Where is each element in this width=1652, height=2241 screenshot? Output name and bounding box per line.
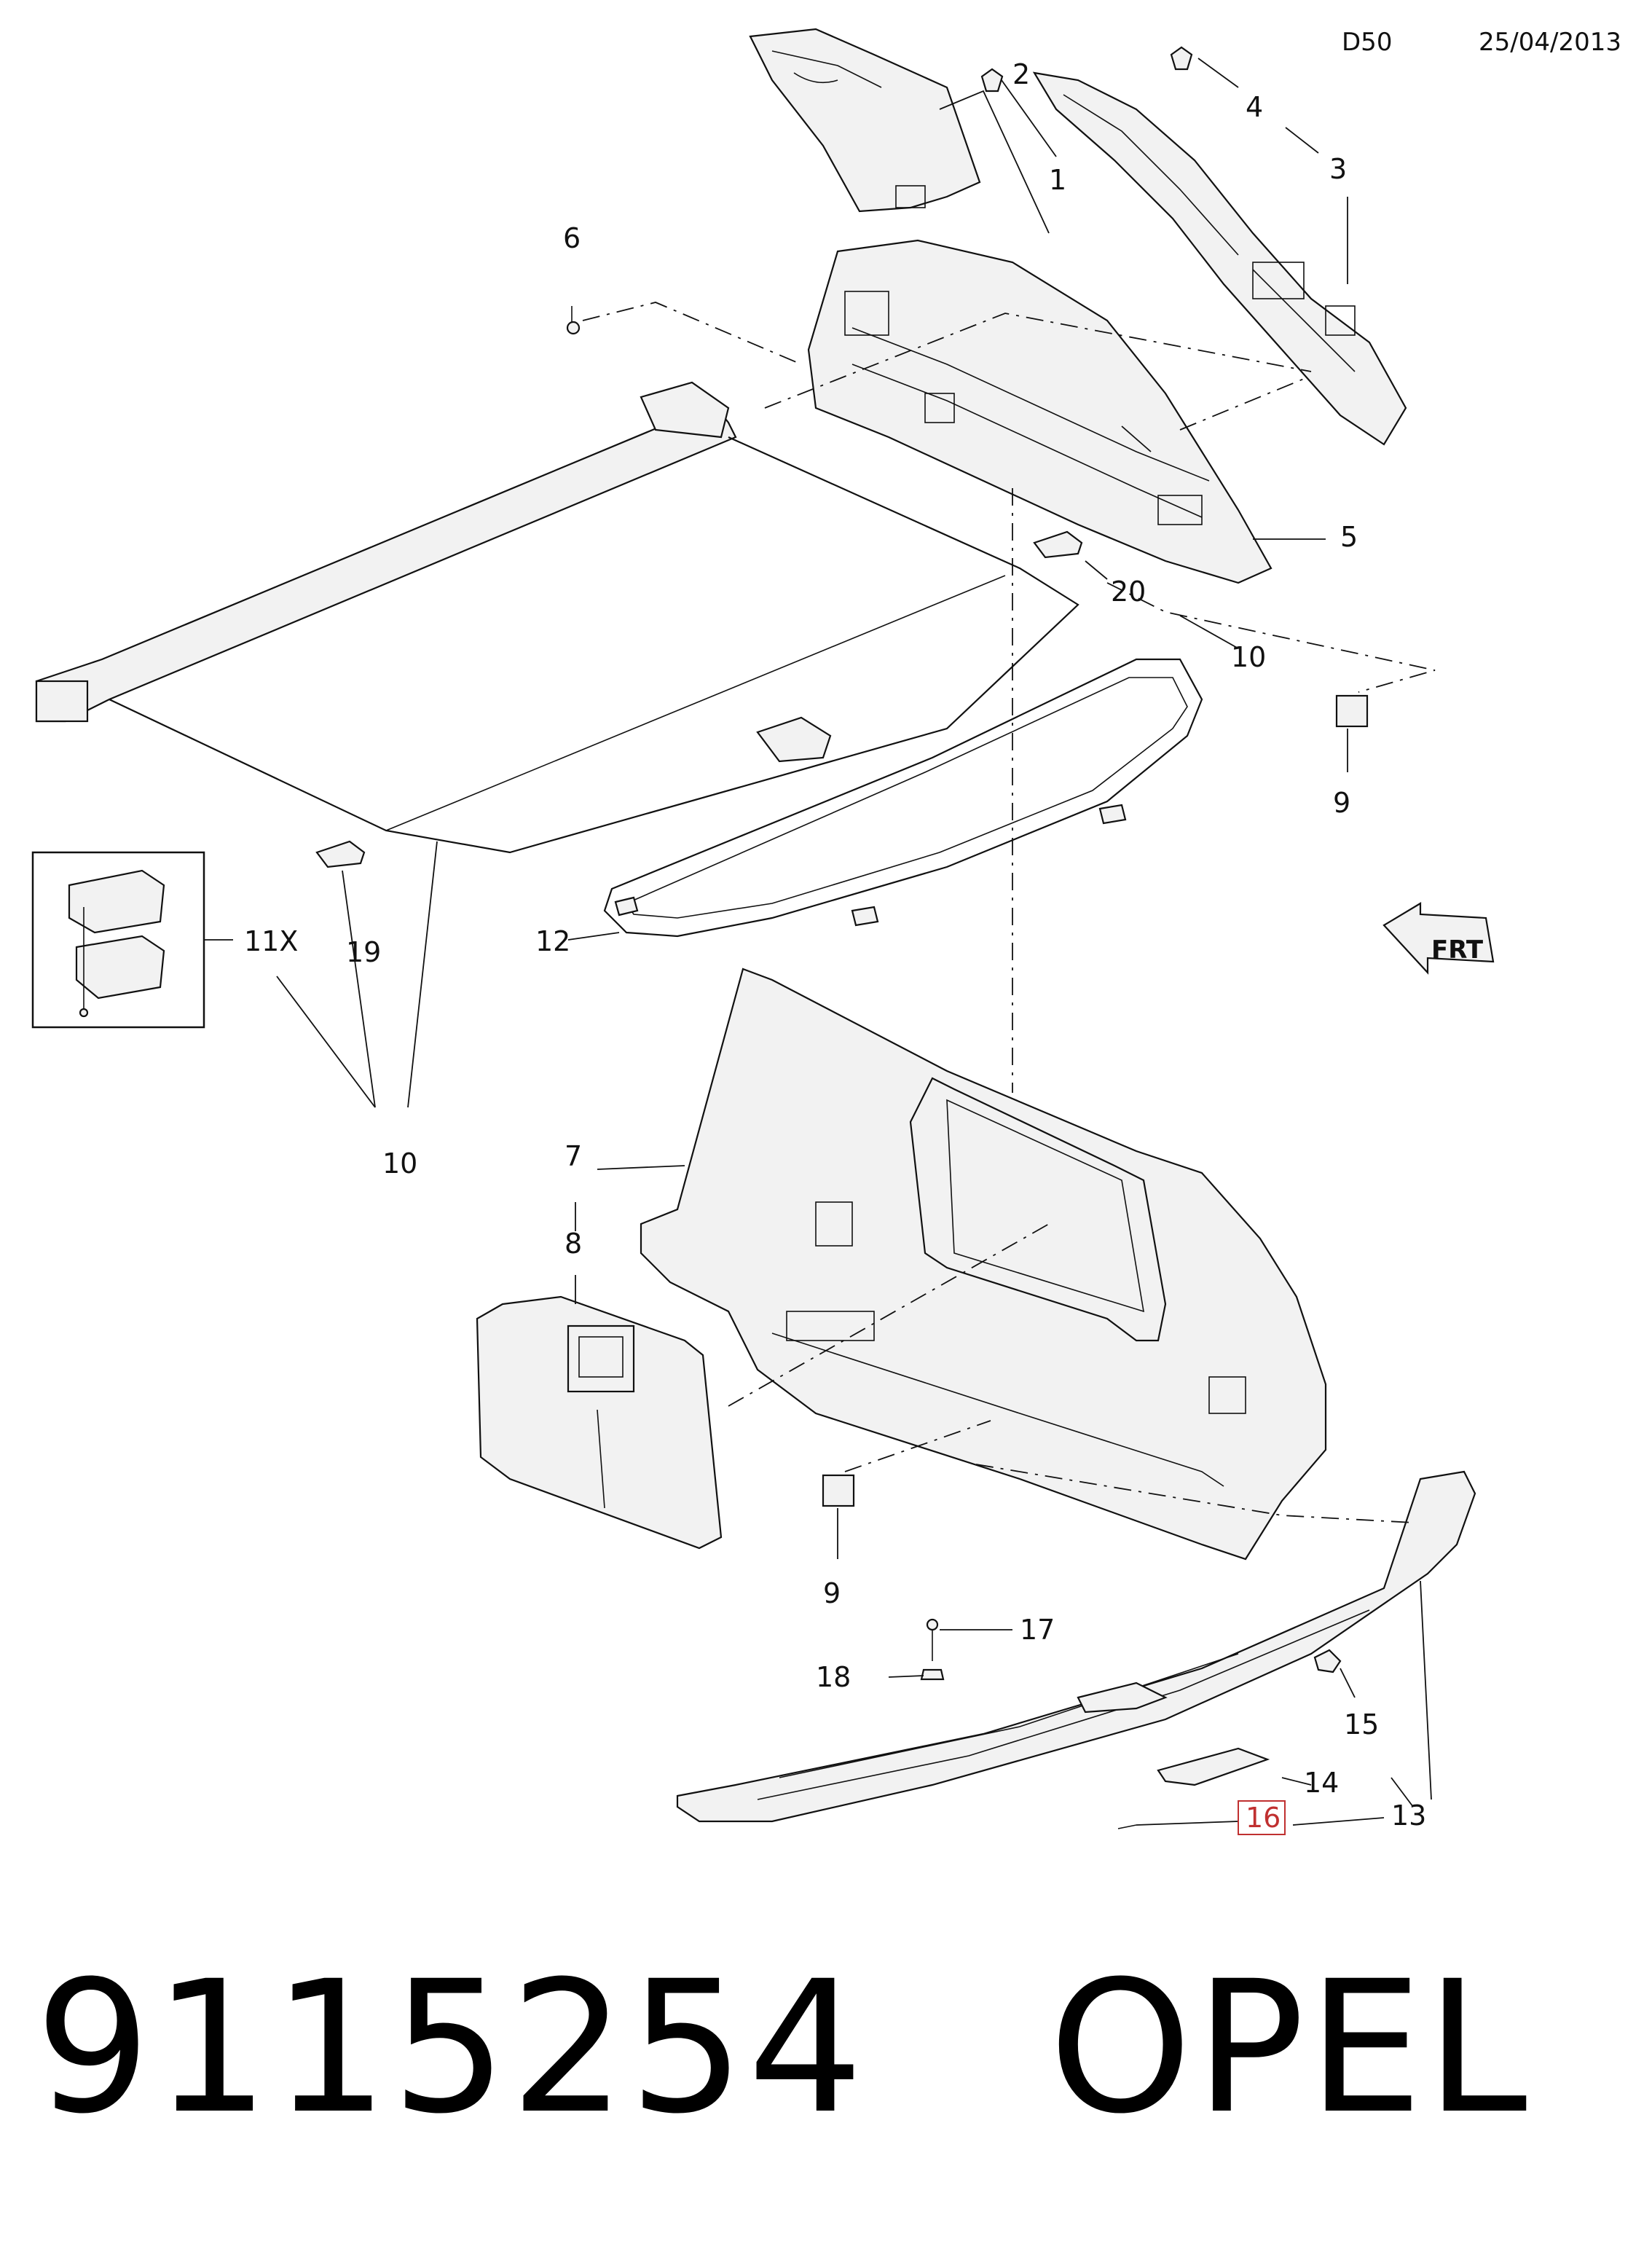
part-17-screw [926,1618,939,1661]
callout-12: 12 [535,925,570,957]
callout-9-lower: 9 [823,1577,841,1609]
callout-6: 6 [563,222,581,254]
part-15-clip [1313,1649,1342,1673]
part-10-luggage-cover [35,381,1079,854]
callout-7: 7 [565,1140,582,1172]
part-19-clip [315,840,366,868]
part-4-clip [1170,46,1193,71]
part-13-sill-plate [676,1470,1476,1823]
part-8-rear-cover [476,1295,723,1550]
callout-14: 14 [1304,1767,1339,1799]
callout-20: 20 [1111,576,1146,608]
part-2-clip [980,68,1004,93]
callout-17: 17 [1020,1614,1055,1646]
part-16-screw [1117,1824,1137,1829]
callout-9-upper: 9 [1333,787,1350,819]
diagram-code: D50 [1342,28,1393,57]
callout-3: 3 [1329,153,1347,185]
front-arrow-label: FRT [1431,935,1484,965]
callout-15: 15 [1344,1708,1379,1740]
part-9-pad-upper [1335,694,1369,728]
callout-numbers: 1 2 3 4 5 6 7 8 9 9 10 10 11X 12 13 14 1… [244,58,1426,1835]
callout-5: 5 [1340,521,1358,553]
part-7-lower-side-panel [640,968,1327,1561]
callout-16: 16 [1246,1802,1281,1834]
callout-8: 8 [565,1228,582,1260]
callout-10-lower: 10 [382,1147,417,1180]
front-direction-arrow: FRT [1382,902,1495,975]
footer-part-label: 9115254 OPEL [35,1942,1530,2154]
callout-10-upper: 10 [1231,641,1266,673]
part-11x-bracket-inset [31,851,205,1029]
callout-18: 18 [816,1661,851,1693]
callout-16-highlight [1238,1800,1286,1835]
part-9-pad-lower [822,1474,855,1507]
footer-part-number: 9115254 [35,1942,867,2154]
callout-4: 4 [1246,91,1263,123]
part-3-side-trim [1032,71,1407,446]
part-6-screw [566,306,581,335]
callout-1: 1 [1049,164,1066,196]
leader-lines [204,58,1432,1826]
callout-11x: 11X [244,925,298,957]
footer-brand: OPEL [1048,1942,1530,2154]
part-20-clip [1033,530,1083,559]
alignment-lines [582,302,1436,1523]
part-1-pillar-trim [749,28,981,213]
part-5-upper-trim-panel [807,239,1273,584]
part-12-shelf-frame [603,658,1203,938]
part-18-nut [920,1668,945,1681]
callout-13: 13 [1391,1800,1426,1832]
callout-2: 2 [1012,58,1030,90]
callout-19: 19 [346,936,381,968]
diagram-date: 25/04/2013 [1479,28,1621,57]
